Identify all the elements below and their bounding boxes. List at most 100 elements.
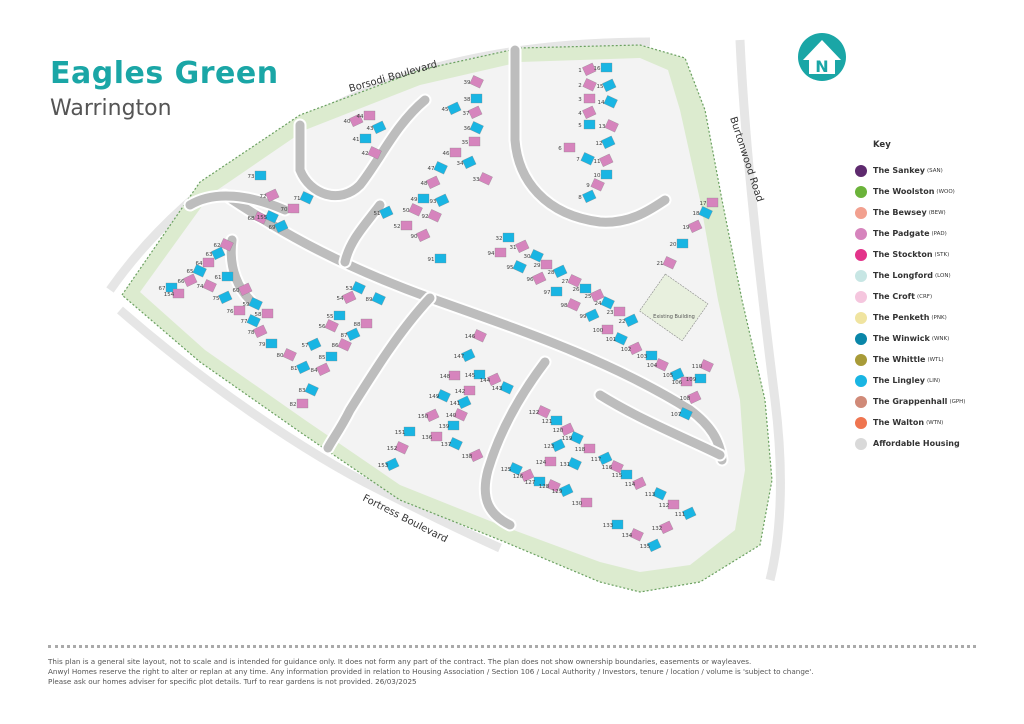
house-plot[interactable] [600, 296, 615, 310]
house-plot[interactable] [583, 119, 596, 130]
house-plot[interactable] [601, 135, 616, 149]
house-plot[interactable] [582, 78, 597, 92]
house-plot[interactable] [202, 279, 217, 293]
house-plot[interactable] [540, 259, 553, 270]
house-plot[interactable] [600, 169, 613, 180]
house-plot[interactable] [416, 228, 431, 242]
house-plot[interactable] [569, 431, 584, 445]
house-plot[interactable] [238, 282, 253, 296]
house-plot[interactable] [499, 381, 514, 395]
house-plot[interactable] [385, 457, 400, 471]
house-plot[interactable] [585, 308, 600, 322]
house-plot[interactable] [667, 499, 680, 510]
house-plot[interactable] [609, 460, 624, 474]
house-plot[interactable] [246, 314, 261, 328]
house-plot[interactable] [316, 362, 331, 376]
house-plot[interactable] [487, 372, 502, 386]
house-plot[interactable] [536, 405, 551, 419]
house-plot[interactable] [172, 288, 185, 299]
house-plot[interactable] [682, 506, 697, 520]
house-plot[interactable] [472, 329, 487, 343]
house-plot[interactable] [629, 528, 644, 542]
house-plot[interactable] [448, 437, 463, 451]
house-plot[interactable] [379, 205, 394, 219]
house-plot[interactable] [233, 305, 246, 316]
house-plot[interactable] [512, 260, 527, 274]
house-plot[interactable] [566, 298, 581, 312]
house-plot[interactable] [604, 119, 619, 133]
house-plot[interactable] [359, 133, 372, 144]
house-plot[interactable] [698, 206, 713, 220]
house-plot[interactable] [457, 395, 472, 409]
house-plot[interactable] [546, 479, 561, 493]
house-plot[interactable] [652, 487, 667, 501]
house-plot[interactable] [218, 290, 233, 304]
house-plot[interactable] [351, 281, 366, 295]
house-plot[interactable] [282, 348, 297, 362]
house-plot[interactable] [461, 348, 476, 362]
house-plot[interactable] [449, 147, 462, 158]
house-plot[interactable] [360, 318, 373, 329]
house-plot[interactable] [551, 438, 566, 452]
house-plot[interactable] [274, 219, 289, 233]
house-plot[interactable] [529, 249, 544, 263]
house-plot[interactable] [469, 75, 484, 89]
house-plot[interactable] [469, 121, 484, 135]
house-plot[interactable] [468, 105, 483, 119]
house-plot[interactable] [333, 310, 346, 321]
house-plot[interactable] [662, 256, 677, 270]
house-plot[interactable] [417, 193, 430, 204]
house-plot[interactable] [582, 62, 597, 76]
house-plot[interactable] [470, 93, 483, 104]
house-plot[interactable] [394, 441, 409, 455]
house-plot[interactable] [502, 232, 515, 243]
house-plot[interactable] [342, 290, 357, 304]
house-plot[interactable] [453, 408, 468, 422]
house-plot[interactable] [448, 370, 461, 381]
house-plot[interactable] [694, 373, 707, 384]
house-plot[interactable] [478, 172, 493, 186]
house-plot[interactable] [435, 193, 450, 207]
house-plot[interactable] [469, 448, 484, 462]
house-plot[interactable] [613, 332, 628, 346]
house-plot[interactable] [687, 390, 702, 404]
house-plot[interactable] [426, 175, 441, 189]
house-plot[interactable] [337, 338, 352, 352]
house-plot[interactable] [299, 191, 314, 205]
house-plot[interactable] [602, 78, 617, 92]
house-plot[interactable] [601, 324, 614, 335]
house-plot[interactable] [515, 239, 530, 253]
house-plot[interactable] [659, 520, 674, 534]
house-plot[interactable] [645, 350, 658, 361]
house-plot[interactable] [261, 308, 274, 319]
house-plot[interactable] [583, 93, 596, 104]
house-plot[interactable] [599, 153, 614, 167]
house-plot[interactable] [202, 257, 215, 268]
house-plot[interactable] [654, 358, 669, 372]
house-plot[interactable] [248, 297, 263, 311]
house-plot[interactable] [463, 385, 476, 396]
house-plot[interactable] [192, 264, 207, 278]
house-plot[interactable] [611, 519, 624, 530]
house-plot[interactable] [590, 178, 605, 192]
house-plot[interactable] [400, 220, 413, 231]
house-plot[interactable] [403, 426, 416, 437]
house-plot[interactable] [433, 161, 448, 175]
house-plot[interactable] [553, 264, 568, 278]
house-plot[interactable] [676, 238, 689, 249]
house-plot[interactable] [296, 398, 309, 409]
house-plot[interactable] [436, 389, 451, 403]
house-plot[interactable] [307, 337, 322, 351]
house-plot[interactable] [628, 341, 643, 355]
house-plot[interactable] [462, 155, 477, 169]
house-plot[interactable] [434, 253, 447, 264]
house-plot[interactable] [699, 359, 714, 373]
house-plot[interactable] [425, 408, 440, 422]
house-plot[interactable] [254, 170, 267, 181]
house-plot[interactable] [520, 468, 535, 482]
house-plot[interactable] [296, 360, 311, 374]
house-plot[interactable] [582, 189, 597, 203]
house-plot[interactable] [603, 95, 618, 109]
house-plot[interactable] [600, 62, 613, 73]
house-plot[interactable] [408, 203, 423, 217]
